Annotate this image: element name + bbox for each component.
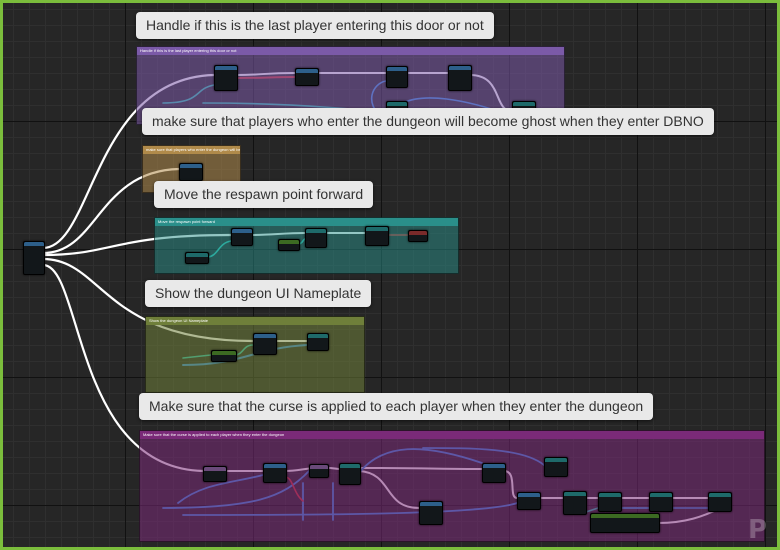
graph-node[interactable] [305, 228, 327, 248]
graph-node[interactable] [708, 492, 732, 512]
graph-node[interactable] [253, 333, 277, 355]
graph-node[interactable] [203, 466, 227, 482]
graph-node[interactable] [544, 457, 568, 477]
graph-node[interactable] [598, 492, 622, 512]
graph-node[interactable] [295, 68, 319, 86]
graph-node[interactable] [419, 501, 443, 525]
graph-node[interactable] [179, 163, 203, 181]
sequence-node[interactable] [23, 241, 45, 275]
graph-node[interactable] [590, 513, 660, 533]
graph-node[interactable] [649, 492, 673, 512]
comment-title: Move the respawn point forward [155, 218, 458, 226]
graph-node[interactable] [448, 65, 472, 91]
graph-node[interactable] [185, 252, 209, 264]
comment-title: Make sure that the curse is applied to e… [140, 431, 764, 439]
comment-bubble-ghost: make sure that players who enter the dun… [142, 108, 714, 135]
comment-bubble-nameplate: Show the dungeon UI Nameplate [145, 280, 372, 307]
comment-bubble-curse: Make sure that the curse is applied to e… [139, 393, 654, 420]
graph-node[interactable] [482, 463, 506, 483]
graph-node[interactable] [365, 226, 389, 246]
graph-node[interactable] [263, 463, 287, 483]
graph-node[interactable] [211, 350, 237, 362]
graph-node[interactable] [278, 239, 300, 251]
graph-node[interactable] [231, 228, 253, 246]
comment-title: Handle if this is the last player enteri… [137, 47, 564, 55]
comment-box-curse[interactable]: Make sure that the curse is applied to e… [139, 430, 765, 542]
graph-node[interactable] [386, 66, 408, 88]
graph-node[interactable] [517, 492, 541, 510]
comment-bubble-last-player: Handle if this is the last player enteri… [136, 12, 494, 39]
graph-node[interactable] [563, 491, 587, 515]
watermark: P [747, 515, 767, 545]
comment-title: make sure that players who enter the dun… [143, 146, 240, 154]
graph-node[interactable] [307, 333, 329, 351]
graph-node[interactable] [309, 464, 329, 478]
comment-bubble-respawn: Move the respawn point forward [154, 181, 374, 208]
comment-title: Show the dungeon UI Nameplate [146, 317, 364, 325]
graph-node[interactable] [408, 230, 428, 242]
graph-node[interactable] [339, 463, 361, 485]
graph-node[interactable] [214, 65, 238, 91]
